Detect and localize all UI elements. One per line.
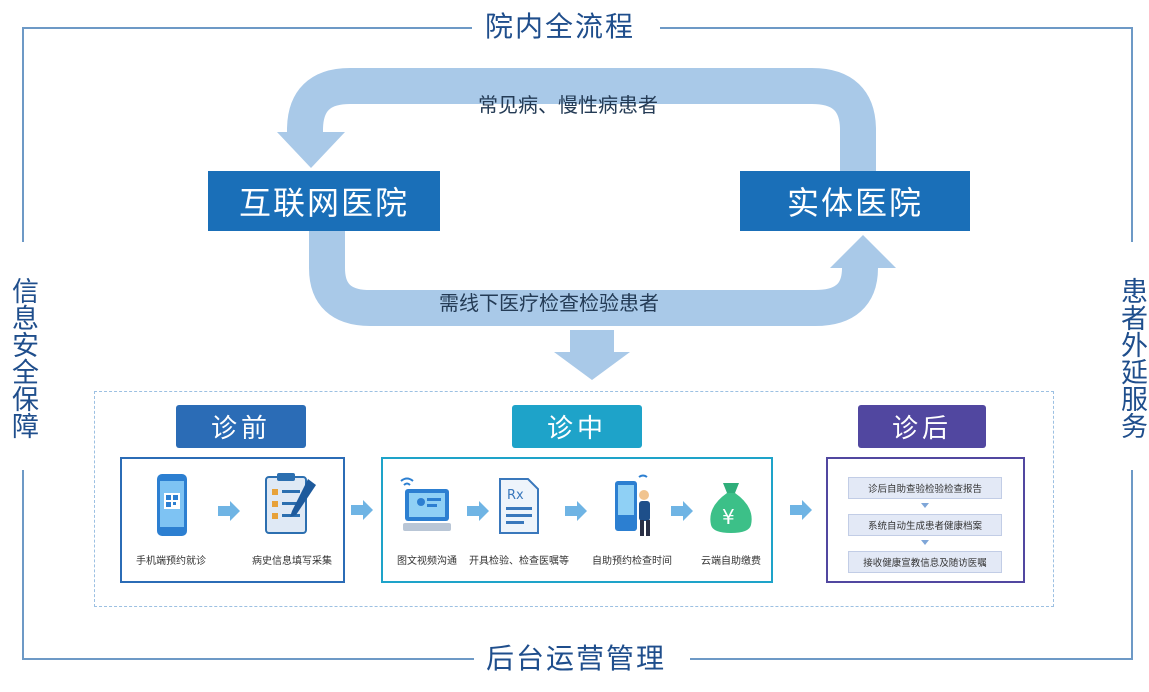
frame-top-right-line bbox=[660, 27, 1133, 29]
svg-text:Rx: Rx bbox=[507, 488, 524, 503]
pre-visit-tab: 诊前 bbox=[176, 405, 306, 448]
arrow-mid-1-icon bbox=[467, 501, 489, 521]
step-medical-history: 病史信息填写采集 bbox=[252, 556, 332, 567]
down-arrow bbox=[554, 330, 630, 380]
frame-bottom-title: 后台运营管理 bbox=[476, 642, 677, 676]
mid-visit-tab: 诊中 bbox=[512, 405, 642, 448]
clipboard-pen-icon bbox=[265, 473, 316, 534]
top-loop-arrow bbox=[287, 68, 876, 172]
arrow-mid-to-post-icon bbox=[790, 500, 812, 520]
money-bag-icon: ¥ bbox=[710, 483, 752, 533]
kiosk-person-icon bbox=[615, 474, 650, 536]
top-loop-arrowhead bbox=[277, 132, 345, 168]
post-item-report: 诊后自助查验检验检查报告 bbox=[848, 477, 1002, 499]
frame-bottom-left-line bbox=[22, 658, 474, 660]
frame-left-title: 信息安全保障 bbox=[6, 250, 40, 465]
arrow-mid-3-icon bbox=[671, 501, 693, 521]
top-loop-label: 常见病、慢性病患者 bbox=[478, 93, 658, 117]
frame-right-title: 患者外延服务 bbox=[1115, 250, 1149, 465]
bottom-loop-arrowhead bbox=[830, 235, 896, 268]
bottom-loop-label: 需线下医疗检查检验患者 bbox=[439, 291, 659, 315]
frame-left-top-line bbox=[22, 27, 24, 242]
svg-text:¥: ¥ bbox=[722, 505, 735, 529]
physical-hospital-box: 实体医院 bbox=[740, 171, 970, 231]
arrow-mid-2-icon bbox=[565, 501, 587, 521]
internet-hospital-box: 互联网医院 bbox=[208, 171, 440, 231]
post-item-health-record: 系统自动生成患者健康档案 bbox=[848, 514, 1002, 536]
bottom-loop-arrow bbox=[309, 228, 878, 326]
frame-top-left-line bbox=[22, 27, 472, 29]
video-monitor-icon bbox=[400, 477, 451, 531]
post-visit-panel: 诊后自助查验检验检查报告 系统自动生成患者健康档案 接收健康宣教信息及随访医嘱 bbox=[826, 457, 1025, 583]
step-cloud-payment: 云端自助缴费 bbox=[701, 556, 761, 567]
frame-bottom-right-line bbox=[690, 658, 1133, 660]
frame-right-top-line bbox=[1131, 27, 1133, 242]
frame-left-bottom-line bbox=[22, 470, 24, 660]
step-video-consult: 图文视频沟通 bbox=[397, 556, 457, 567]
pre-visit-panel: 手机端预约就诊 病史信息填写采集 bbox=[120, 457, 345, 583]
step-issue-orders: 开具检验、检查医嘱等 bbox=[469, 556, 569, 567]
frame-top-title: 院内全流程 bbox=[475, 10, 646, 44]
arrow-pre-to-mid-icon bbox=[351, 500, 373, 520]
arrow-pre-1-icon bbox=[218, 501, 240, 521]
prescription-rx-icon: Rx bbox=[499, 478, 539, 534]
frame-right-bottom-line bbox=[1131, 470, 1133, 660]
step-self-booking: 自助预约检查时间 bbox=[592, 556, 672, 567]
post-visit-tab: 诊后 bbox=[858, 405, 986, 448]
loop-arrows bbox=[277, 68, 896, 380]
phone-qr-icon bbox=[157, 474, 187, 536]
post-item-follow-up: 接收健康宣教信息及随访医嘱 bbox=[848, 551, 1002, 573]
phases-area bbox=[94, 391, 1054, 607]
post-arrow-1 bbox=[921, 503, 929, 508]
mid-visit-panel: 图文视频沟通 Rx 开具检验、检查医嘱等 自助预约检查时间 ¥ 云端自助缴费 bbox=[381, 457, 773, 583]
post-arrow-2 bbox=[921, 540, 929, 545]
step-phone-appointment: 手机端预约就诊 bbox=[136, 556, 206, 567]
